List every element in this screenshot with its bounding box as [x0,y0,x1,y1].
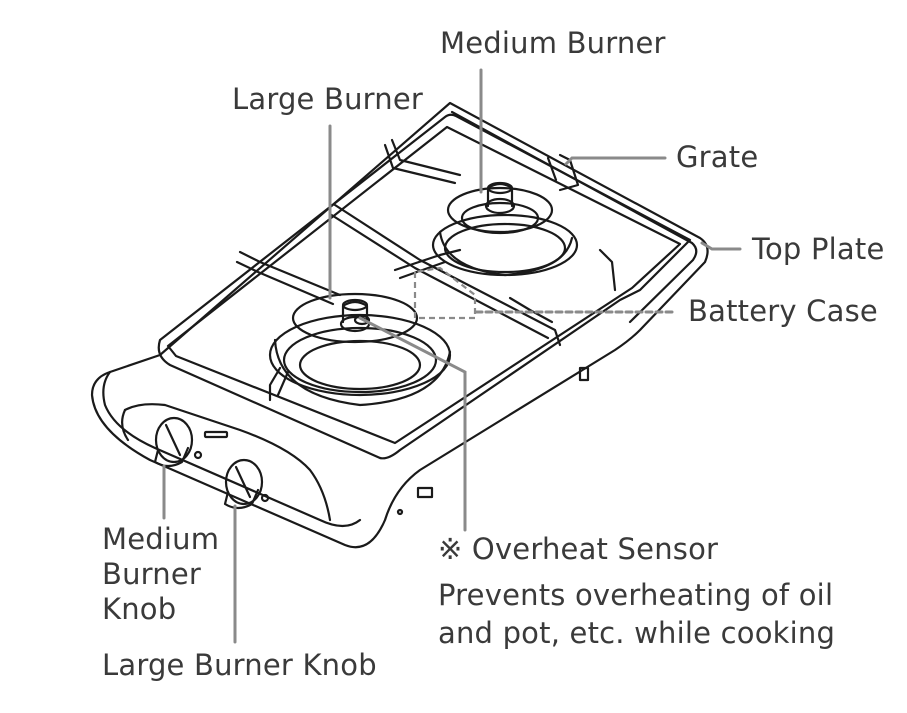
medium-burner-cap [446,186,554,234]
label-medium-burner-knob-line1: Medium [102,522,220,556]
grate-outline [157,113,692,460]
label-medium-burner-knob-line3: Knob [102,591,177,626]
medium-burner-knob-drawing [153,416,194,468]
top-plate-outline [90,101,709,549]
top-plate-inner-edge [450,110,698,324]
label-battery-case: Battery Case [688,294,878,328]
label-sensor-desc-line1: Prevents overheating of oil [438,578,834,612]
grate-bar [268,366,282,402]
grate-bar [390,138,462,177]
label-overheat-sensor: ※ Overheat Sensor [438,532,719,566]
leader-overheat-sensor [358,316,467,532]
grate-bar [238,250,342,297]
label-large-burner: Large Burner [232,82,424,116]
leader-grate [564,156,667,166]
label-grate: Grate [676,140,759,174]
leader-top-plate [700,241,742,251]
battery-case-outline [413,266,477,320]
grate-bar [333,203,562,347]
label-sensor-desc-line2: and pot, etc. while cooking [438,616,836,650]
label-top-plate: Top Plate [752,232,885,266]
grate-bar [598,248,617,292]
knob-panel [123,403,332,522]
label-medium-burner: Medium Burner [440,26,666,60]
grate-bar [558,153,580,192]
front-panel [102,370,362,528]
label-medium-burner-knob-line2: Burner [102,556,202,591]
large-burner-knob-drawing [223,458,264,510]
label-medium-burner-knob: Medium Burner Knob [102,522,242,626]
label-large-burner-knob: Large Burner Knob [102,648,377,682]
